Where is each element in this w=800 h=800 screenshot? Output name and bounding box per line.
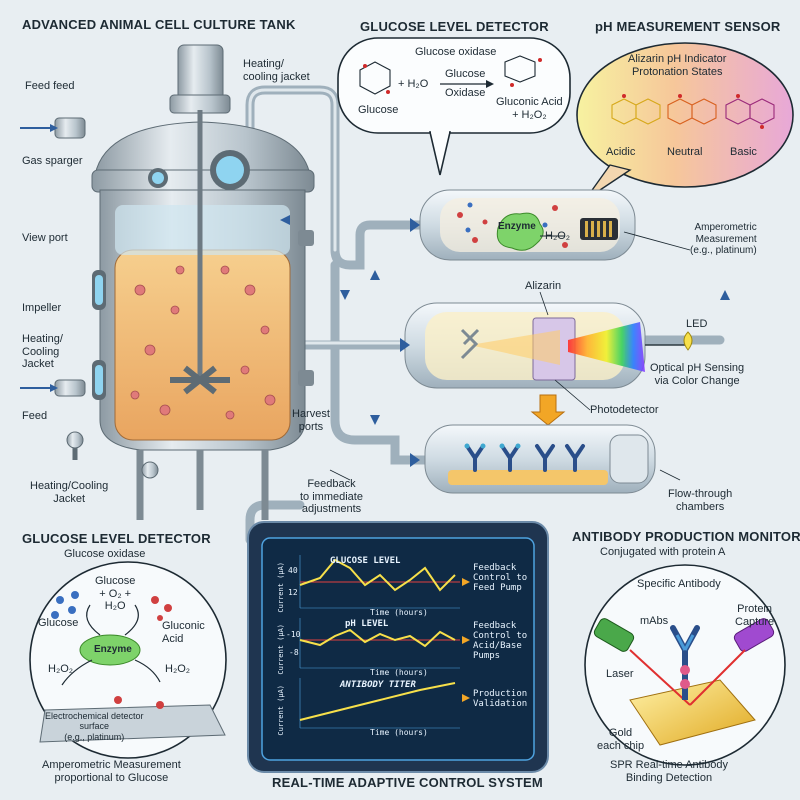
cp-row2-axis: Current (µA) bbox=[277, 624, 285, 675]
spr-protein-capture: Protein Capture bbox=[735, 603, 775, 628]
control-panel bbox=[247, 521, 549, 773]
label-view-port: View port bbox=[22, 232, 68, 244]
state-neutral: Neutral bbox=[667, 146, 703, 158]
label-impeller: Impeller bbox=[22, 302, 62, 314]
cp-row2-tick-0: -10 bbox=[286, 630, 301, 639]
cp-row1-axis: Current (µA) bbox=[277, 562, 285, 613]
bl-surface-label: Electrochemical detector surface (e.g., … bbox=[45, 711, 144, 742]
cp-row2-tick-1: -8 bbox=[289, 648, 299, 657]
feedback-label: Feedback to immediate adjustments bbox=[300, 478, 363, 516]
alizarin-label: Alizarin bbox=[525, 280, 562, 292]
flow-through-label: Flow-through chambers bbox=[668, 488, 733, 513]
label-heating-bottom: Heating/Cooling Jacket bbox=[30, 480, 109, 505]
spr-caption: SPR Real-time Antibody Binding Detection bbox=[610, 759, 728, 784]
bl-h2o2-right: H₂O₂ bbox=[165, 663, 191, 675]
bl-enzyme-label: Enzyme bbox=[94, 644, 132, 655]
state-acidic: Acidic bbox=[606, 146, 636, 158]
spr-circle bbox=[584, 564, 786, 766]
cp-row1-tick-1: 12 bbox=[288, 588, 298, 597]
glucose-flow-cell bbox=[419, 189, 636, 261]
culture-tank bbox=[20, 44, 315, 520]
glucose-detector-subtitle: Glucose oxidase bbox=[64, 548, 146, 560]
gluconic-acid-label: Gluconic Acid + H₂O₂ bbox=[496, 96, 563, 121]
amperometric-label: Amperometric Measurement (e.g., platinum… bbox=[690, 222, 757, 256]
optical-ph-label: Optical pH Sensing via Color Change bbox=[650, 362, 745, 387]
arrow-top-label: Glucose bbox=[445, 68, 486, 80]
spr-laser: Laser bbox=[606, 668, 634, 680]
antibody-monitor-title: ANTIBODY PRODUCTION MONITOR bbox=[572, 529, 800, 544]
enzyme-label: Enzyme bbox=[498, 221, 536, 232]
cp-row1-title: GLUCOSE LEVEL bbox=[330, 556, 401, 566]
ph-bubble-top bbox=[576, 42, 794, 201]
label-harvest-ports: Harvest ports bbox=[292, 408, 330, 433]
h2o2-label: H₂O₂ bbox=[545, 230, 571, 242]
spr-mabs: mAbs bbox=[640, 615, 669, 627]
bl-glucose-label: Glucose bbox=[38, 617, 79, 629]
bl-gluconic-label: Gluconic Acid bbox=[162, 620, 205, 645]
glucose-bubble-top bbox=[337, 37, 571, 176]
tank-title: ADVANCED ANIMAL CELL CULTURE TANK bbox=[22, 17, 296, 32]
plus-h2o: + H₂O bbox=[398, 78, 429, 90]
cp-row3-title: ANTIBODY TITER bbox=[340, 680, 416, 690]
label-feed-top: Feed feed bbox=[25, 80, 75, 92]
cp-row3-xlabel: Time (hours) bbox=[370, 728, 428, 737]
alizarin-indicator-title: Alizarin pH Indicator Protonation States bbox=[628, 53, 727, 78]
ph-sensor-title: pH MEASUREMENT SENSOR bbox=[595, 19, 781, 34]
arrow-bottom-label: Oxidase bbox=[445, 87, 486, 99]
glucose-detector-circle bbox=[29, 561, 227, 759]
antibody-monitor-subtitle: Conjugated with protein A bbox=[600, 546, 726, 558]
cp-row1-tick-0: 40 bbox=[288, 566, 298, 575]
spr-gold: Gold each chip bbox=[597, 727, 645, 752]
bl-h2o2-left: H₂O₂ bbox=[48, 663, 74, 675]
state-basic: Basic bbox=[730, 146, 757, 158]
glucose-detector-title-top: GLUCOSE LEVEL DETECTOR bbox=[360, 19, 549, 34]
glucose-equation: Glucose + O₂ + H₂O bbox=[95, 575, 136, 613]
antibody-flow-cell bbox=[424, 424, 656, 494]
label-heating-top: Heating/ cooling jacket bbox=[243, 58, 310, 83]
cp-row1-note: Feedback Control to Feed Pump bbox=[473, 563, 528, 593]
label-gas-sparger: Gas sparger bbox=[22, 155, 83, 167]
cp-row2-note: Feedback Control to Acid/Base Pumps bbox=[473, 621, 528, 661]
cp-row3-axis: Current (µA) bbox=[277, 685, 285, 736]
glucose-oxidase-label: Glucose oxidase bbox=[415, 46, 497, 58]
label-heating-mid: Heating/ Cooling Jacket bbox=[22, 333, 63, 371]
glucose-detector-title-bottom: GLUCOSE LEVEL DETECTOR bbox=[22, 531, 211, 546]
cp-row1-xlabel: Time (hours) bbox=[370, 608, 428, 617]
label-feed: Feed bbox=[22, 410, 48, 422]
spr-specific-antibody: Specific Antibody bbox=[637, 578, 721, 590]
led-label: LED bbox=[686, 318, 708, 330]
control-system-title: REAL-TIME ADAPTIVE CONTROL SYSTEM bbox=[272, 775, 543, 790]
photodetector-label: Photodetector bbox=[590, 404, 659, 416]
cp-row2-xlabel: Time (hours) bbox=[370, 668, 428, 677]
bl-caption: Amperometric Measurement proportional to… bbox=[42, 759, 181, 784]
cp-row2-title: pH LEVEL bbox=[345, 619, 389, 629]
cp-row3-note: Production Validation bbox=[473, 689, 528, 709]
ph-flow-cell bbox=[404, 291, 693, 426]
glucose-label: Glucose bbox=[358, 104, 399, 116]
